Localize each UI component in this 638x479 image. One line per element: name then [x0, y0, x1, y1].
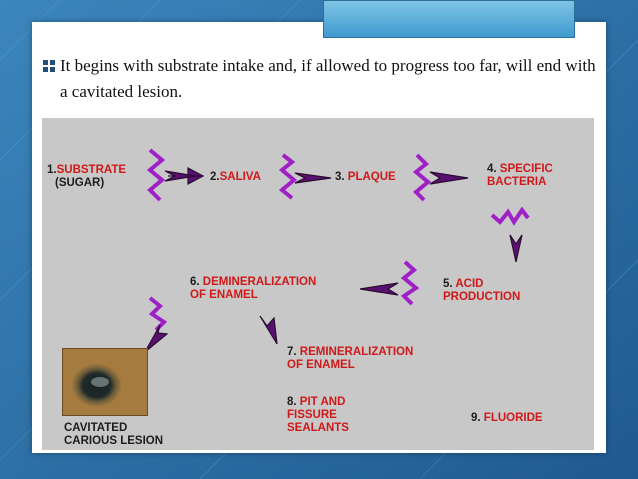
zigzag-3 — [412, 153, 432, 202]
node-2-label: 2.SALIVA — [210, 171, 261, 183]
zigzag-6 — [148, 296, 168, 332]
node-1-label: 1.SUBSTRATE(SUGAR) — [47, 164, 127, 189]
node-9-label: 9. FLUORIDE — [471, 412, 543, 424]
square-bullet-icon — [43, 60, 55, 72]
slide-header-tab — [323, 0, 575, 38]
zigzag-4 — [490, 206, 530, 226]
zigzag-2 — [278, 153, 298, 200]
photo-highlight — [91, 377, 109, 387]
bullet-point: It begins with substrate intake and, if … — [42, 53, 602, 105]
carious-lesion-photo — [62, 348, 148, 416]
zigzag-5 — [400, 260, 420, 306]
node-3-label: 3. PLAQUE — [335, 171, 396, 183]
zigzag-1 — [146, 148, 166, 202]
bullet-text: It begins with substrate intake and, if … — [60, 56, 596, 101]
